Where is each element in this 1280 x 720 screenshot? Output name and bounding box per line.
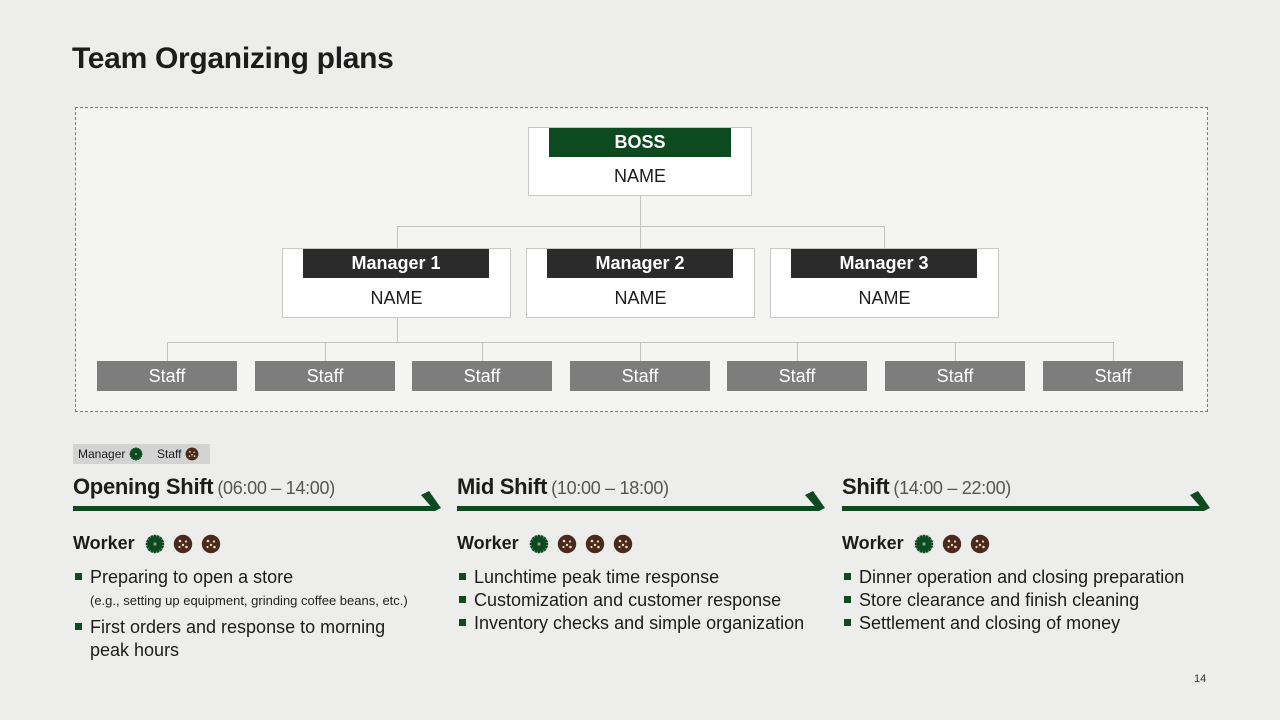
boss-card: BOSS NAME — [528, 127, 752, 196]
connector-staff-4 — [640, 342, 641, 361]
shift-time: (10:00 – 18:00) — [551, 478, 669, 498]
shift-arrow — [842, 491, 1210, 511]
staff-cookie-icon — [970, 534, 990, 554]
page-title: Team Organizing plans — [72, 42, 394, 75]
worker-label: Worker — [73, 533, 135, 553]
worker-label: Worker — [457, 533, 519, 553]
manager-card-1: Manager 1 NAME — [282, 248, 511, 318]
connector-staff-2 — [325, 342, 326, 361]
connector-staff-7 — [1113, 342, 1114, 361]
worker-row: Worker — [73, 533, 221, 554]
connector-staff-1 — [167, 342, 168, 361]
task-item: First orders and response to morning pea… — [73, 616, 410, 662]
legend-manager-label: Manager — [78, 447, 126, 461]
shift-time: (06:00 – 14:00) — [217, 478, 335, 498]
boss-role: BOSS — [549, 128, 731, 157]
task-item: Settlement and closing of money — [842, 612, 1222, 635]
connector-staff-5 — [797, 342, 798, 361]
manager-gear-icon — [914, 534, 934, 554]
legend-manager: Manager — [78, 447, 143, 461]
staff-box: Staff — [255, 361, 395, 391]
staff-box: Staff — [1043, 361, 1183, 391]
connector-m1-down — [397, 317, 398, 342]
manager-gear-icon — [145, 534, 165, 554]
task-item: Inventory checks and simple organization — [457, 612, 837, 635]
manager-role: Manager 1 — [303, 249, 489, 278]
manager-role: Manager 3 — [791, 249, 977, 278]
connector-staff-6 — [955, 342, 956, 361]
task-list: Lunchtime peak time response Customizati… — [457, 566, 837, 635]
shift-title: Shift(14:00 – 22:00) — [842, 474, 1011, 500]
task-item: Store clearance and finish cleaning — [842, 589, 1222, 612]
staff-box: Staff — [412, 361, 552, 391]
task-item: Dinner operation and closing preparation — [842, 566, 1222, 589]
staff-box: Staff — [727, 361, 867, 391]
shift-name: Shift — [842, 474, 890, 499]
shift-arrow — [73, 491, 441, 511]
staff-box: Staff — [570, 361, 710, 391]
legend: Manager Staff — [73, 444, 210, 464]
manager-name: NAME — [370, 288, 423, 308]
staff-cookie-icon — [585, 534, 605, 554]
worker-row: Worker — [457, 533, 633, 554]
staff-cookie-icon — [557, 534, 577, 554]
shift-time: (14:00 – 22:00) — [893, 478, 1011, 498]
legend-staff-label: Staff — [157, 447, 182, 461]
connector-staff-3 — [482, 342, 483, 361]
connector-m2 — [640, 226, 641, 248]
worker-label: Worker — [842, 533, 904, 553]
shift-name: Opening Shift — [73, 474, 214, 499]
staff-cookie-icon — [201, 534, 221, 554]
shift-arrow — [457, 491, 825, 511]
task-item: Preparing to open a store — [73, 566, 453, 589]
shift-title: Opening Shift(06:00 – 14:00) — [73, 474, 335, 500]
brown-cookie-icon — [185, 447, 199, 461]
legend-staff: Staff — [157, 447, 199, 461]
task-list: Dinner operation and closing preparation… — [842, 566, 1222, 635]
task-item: Lunchtime peak time response — [457, 566, 837, 589]
worker-row: Worker — [842, 533, 990, 554]
manager-name: NAME — [614, 288, 667, 308]
connector-m1 — [397, 226, 398, 248]
manager-card-2: Manager 2 NAME — [526, 248, 755, 318]
connector-m3 — [884, 226, 885, 248]
manager-role: Manager 2 — [547, 249, 733, 278]
staff-cookie-icon — [173, 534, 193, 554]
staff-box: Staff — [97, 361, 237, 391]
boss-name: NAME — [613, 166, 666, 186]
manager-card-3: Manager 3 NAME — [770, 248, 999, 318]
staff-cookie-icon — [613, 534, 633, 554]
task-item: Customization and customer response — [457, 589, 837, 612]
connector-managers-h — [397, 226, 885, 227]
connector-boss-down — [640, 196, 641, 226]
manager-name: NAME — [858, 288, 911, 308]
staff-cookie-icon — [942, 534, 962, 554]
staff-box: Staff — [885, 361, 1025, 391]
task-note: (e.g., setting up equipment, grinding co… — [90, 593, 408, 608]
shift-title: Mid Shift(10:00 – 18:00) — [457, 474, 669, 500]
manager-gear-icon — [529, 534, 549, 554]
shift-name: Mid Shift — [457, 474, 548, 499]
page-number: 14 — [1194, 673, 1207, 685]
green-gear-icon — [129, 447, 143, 461]
task-list: Preparing to open a store (e.g., setting… — [73, 566, 453, 662]
